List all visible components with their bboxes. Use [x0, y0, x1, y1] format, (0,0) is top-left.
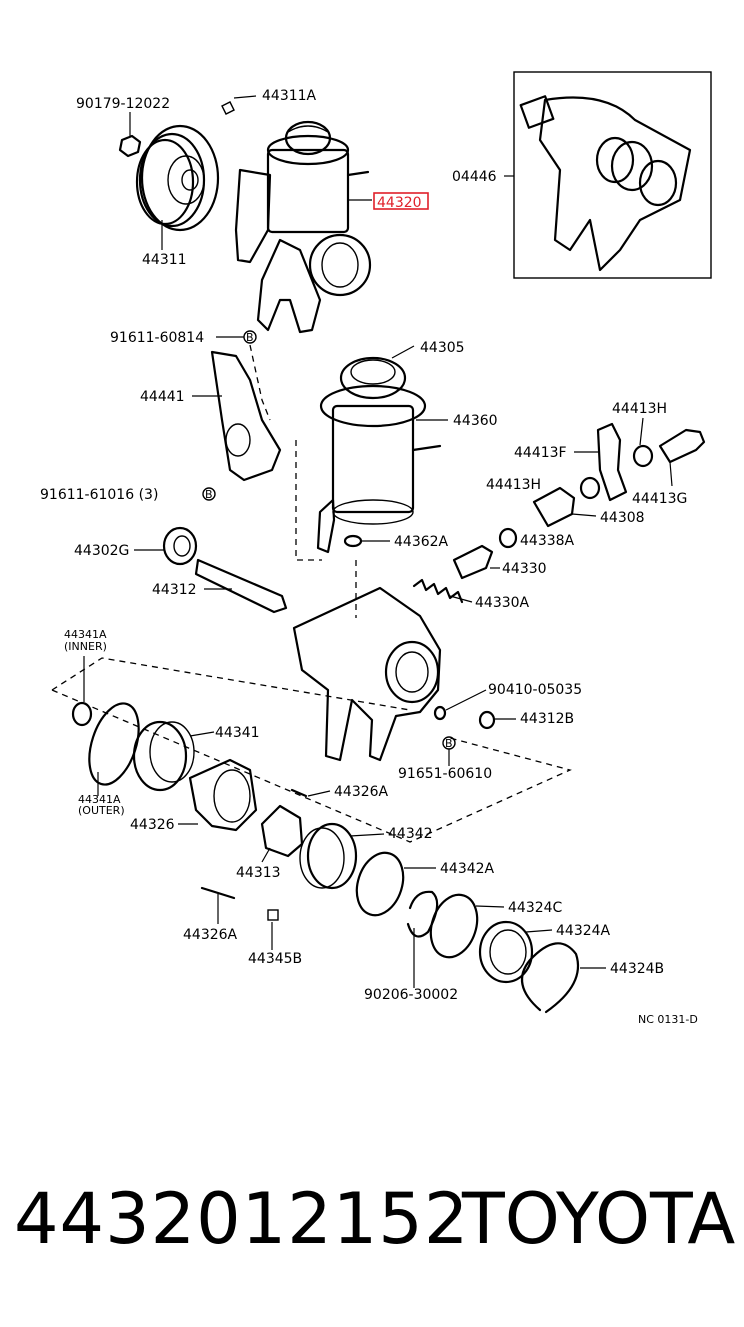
cam-ring-44326	[188, 758, 258, 832]
pump-assembly-44320	[234, 120, 372, 334]
label-44345B: 44345B	[248, 951, 302, 967]
bolt-marker-B-2: B	[205, 488, 213, 501]
oring-44342A	[355, 851, 405, 917]
footer-brand: TOYOTA	[462, 1178, 736, 1260]
snap-ring-90206	[406, 890, 439, 988]
label-44320: 44320	[377, 195, 422, 211]
side-plate-44342	[299, 822, 358, 890]
label-44324A: 44324A	[556, 923, 611, 939]
label-44324C: 44324C	[508, 900, 563, 916]
snap-ring-44324B	[520, 942, 580, 1014]
label-44324B: 44324B	[610, 961, 664, 977]
label-44341: 44341	[215, 725, 260, 741]
fitting-44413F	[574, 422, 628, 502]
oring-44324C	[429, 893, 479, 959]
label-44413H: 44413H	[486, 477, 541, 493]
side-plate-44341	[132, 720, 215, 792]
label-44360: 44360	[453, 413, 498, 429]
cover-44324A	[478, 920, 534, 984]
label-44305: 44305	[420, 340, 465, 356]
label-44413G: 44413G	[632, 491, 687, 507]
oring-44338A	[498, 527, 518, 549]
valve-44330	[452, 544, 494, 580]
label-44342: 44342	[388, 826, 433, 842]
pin-44326A-lower	[200, 886, 236, 924]
pin-44326A-upper	[290, 788, 308, 798]
washer-44413H	[579, 476, 601, 500]
label-44313: 44313	[236, 865, 281, 881]
footer-part-number: 4432012152	[14, 1178, 470, 1260]
pulley-44311	[135, 124, 220, 250]
label-44326A-upper: 44326A	[334, 784, 389, 800]
label-44342A: 44342A	[440, 861, 495, 877]
label-04446: 04446	[452, 169, 497, 185]
label-44311: 44311	[142, 252, 187, 268]
label-91611-60814: 91611-60814	[110, 330, 204, 346]
label-44341A-outer: 44341A	[78, 793, 121, 806]
label-44341A-inner: 44341A	[64, 628, 107, 641]
washer-44413H-top	[632, 417, 654, 468]
pin-44345B	[267, 909, 279, 950]
plug-90410	[433, 705, 447, 721]
note-inner: (INNER)	[64, 640, 107, 653]
label-91611-61016: 91611-61016 (3)	[40, 487, 158, 503]
label-44312: 44312	[152, 582, 197, 598]
rotor-44313	[260, 804, 304, 858]
gasket-kit-04446	[504, 71, 712, 279]
spring-44330A	[412, 578, 464, 604]
key-44311A	[221, 95, 257, 115]
bolt-91611-60814	[216, 330, 257, 344]
oring-44312B	[478, 710, 496, 730]
bolt-91651	[442, 736, 456, 766]
label-44413H-top: 44413H	[612, 401, 667, 417]
label-44338A: 44338A	[520, 533, 575, 549]
label-44362A: 44362A	[394, 534, 449, 550]
parts-diagram: 90179-12022 44311A 44311 44320 04446 916…	[40, 71, 712, 1026]
label-44330A: 44330A	[475, 595, 530, 611]
bracket-44441	[192, 344, 282, 482]
housing	[292, 560, 442, 762]
diagram-code: NC 0131-D	[638, 1013, 698, 1026]
oring-44362A	[343, 534, 363, 548]
label-91651-60610: 91651-60610	[398, 766, 492, 782]
oring-44341A-inner	[71, 656, 93, 727]
bearing-44302G	[162, 526, 198, 566]
bolt-marker-B-3: B	[445, 737, 453, 750]
label-90179-12022: 90179-12022	[76, 96, 170, 112]
label-44441: 44441	[140, 389, 185, 405]
highlight-box-44320	[373, 192, 429, 210]
label-90410-05035: 90410-05035	[488, 682, 582, 698]
label-44326A-lower: 44326A	[183, 927, 238, 943]
nut-90179	[118, 112, 142, 158]
label-44330: 44330	[502, 561, 547, 577]
reservoir-44360	[295, 345, 448, 561]
note-outer: (OUTER)	[78, 804, 125, 817]
plug-44308	[532, 486, 597, 528]
shaft-44312	[194, 558, 288, 614]
bolt-91611-61016	[202, 487, 216, 501]
bolt-marker-B-1: B	[246, 331, 254, 344]
label-90206-30002: 90206-30002	[364, 987, 458, 1003]
label-44326: 44326	[130, 817, 175, 833]
label-44312B: 44312B	[520, 711, 574, 727]
label-44308: 44308	[600, 510, 645, 526]
label-44302G: 44302G	[74, 543, 129, 559]
bolt-44413G	[658, 428, 706, 487]
label-44413F: 44413F	[514, 445, 567, 461]
label-44311A: 44311A	[262, 88, 317, 104]
